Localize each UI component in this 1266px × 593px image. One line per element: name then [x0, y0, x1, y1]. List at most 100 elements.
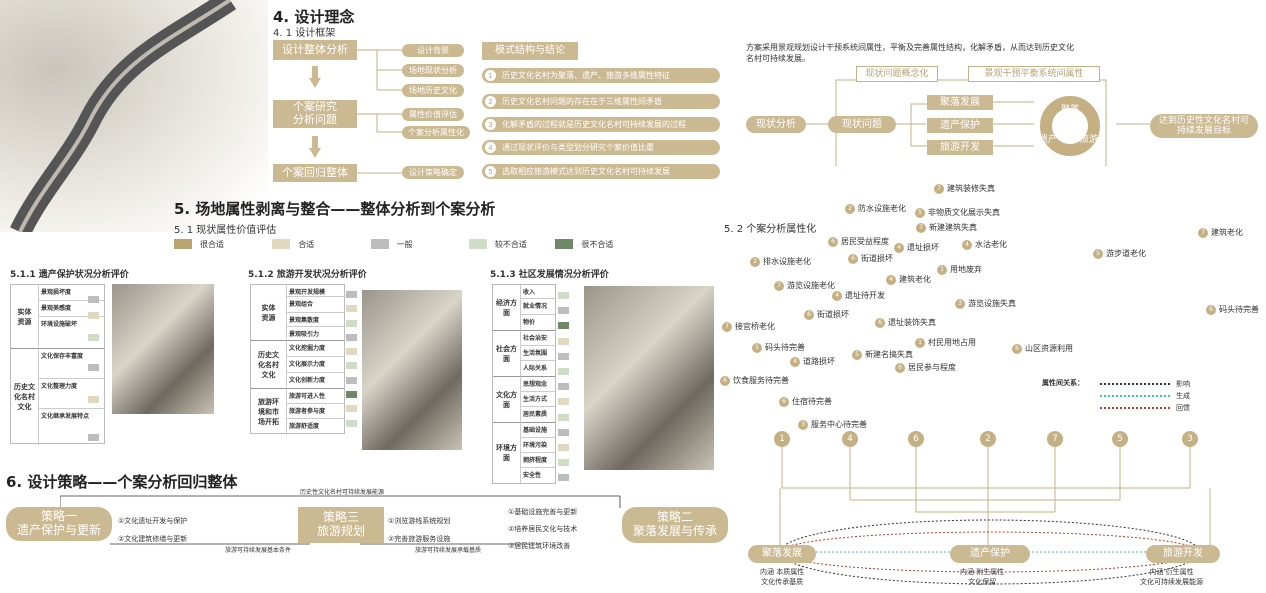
table-cell: 环境污染: [521, 438, 555, 453]
top-note: 历史性文化名村可持续发展能源: [300, 489, 385, 496]
community-photo: [584, 286, 714, 470]
rating-swatch: [88, 304, 99, 323]
table-cell: 文化继承发展特点: [41, 413, 90, 420]
table3: 经济方 面 收入 就业情况 物价 社会方 面 社会治安 生活氛围 人际关系 文化…: [492, 284, 556, 484]
tourism-box: 旅游开发: [927, 140, 993, 155]
legend-item: 很不合适: [555, 238, 634, 250]
node-number: 2: [980, 431, 996, 447]
table-category: 实体 资源: [251, 285, 287, 341]
table-cell: 文化创新力度: [287, 373, 344, 389]
tag-strategy: 设计策略确定: [402, 166, 464, 179]
rating-swatch-column: [346, 286, 357, 429]
table-category: 经济方 面: [493, 285, 521, 331]
table-category: 历史文 化名村 文化: [11, 349, 39, 445]
table-cell: 拥挤程度: [521, 453, 555, 468]
problem-concept-box: 现状问题概念化: [856, 66, 938, 82]
table-cell: 思想观念: [521, 377, 555, 392]
table-cell: 生活氛围: [521, 346, 555, 361]
down-arrow-icon: [309, 136, 321, 158]
bottom-heritage: 遗产保护: [950, 545, 1030, 563]
node-number: 1: [774, 431, 790, 447]
legend-item: 一般: [370, 238, 469, 250]
table-category: 历史文 化名村 文化: [251, 341, 287, 389]
table-cell: 安全性: [523, 472, 542, 479]
tag-design-background: 设计背景: [402, 44, 464, 57]
legend: 很合适 合适 一般 较不合适 很不合适: [174, 238, 634, 250]
rating-swatch: [88, 388, 99, 407]
village-photo: [112, 284, 214, 414]
table-cell: 景观吸引力: [287, 327, 344, 341]
table2: 实体 资源 景观开发规模 景观组合 景观集散度 景观吸引力 历史文 化名村 文化…: [250, 284, 345, 435]
table-cell: 就业情况: [521, 299, 555, 315]
section6-title: 6. 设计策略——个案分析回归整体: [6, 473, 238, 491]
table-category: 环境方 面: [493, 423, 521, 483]
tourism-photo: [362, 290, 462, 450]
bottom-tourism: 旅游开发: [1146, 545, 1220, 563]
strategy-1-note: 旅游可持续发展基本条件: [225, 547, 292, 554]
table-cell: 旅游可进入性: [287, 389, 344, 404]
cycle-diagram: 聚落 遗产 旅游: [1034, 92, 1106, 156]
node-number: 6: [908, 431, 924, 447]
node-number: 4: [842, 431, 858, 447]
table-category: 社会方 面: [493, 331, 521, 377]
relation-item: 生成: [1100, 390, 1190, 402]
aerial-photo-left: [0, 0, 268, 232]
legend-item: 很合适: [174, 238, 272, 250]
section4-title: 4. 设计理念: [273, 8, 355, 26]
relation-item: 影响: [1100, 378, 1190, 390]
table-cell: 景观组合: [287, 297, 344, 313]
flow-step-1: 设计整体分析: [273, 40, 357, 60]
table-category: 文化方 面: [493, 377, 521, 423]
strategy-connectors: [60, 495, 621, 545]
river-graphic: [10, 0, 237, 232]
legend-item: 较不合适: [468, 238, 556, 250]
strategy-3-note: 旅游可持续发展承载基质: [415, 547, 482, 554]
table-cell: 收入: [521, 285, 555, 299]
section5-subtitle: 5. 1 现状属性价值评估: [174, 225, 277, 236]
strategy-3: 策略三 旅游规划: [298, 507, 384, 543]
node-number: 3: [1182, 431, 1198, 447]
flow-step-3: 个案回归整体: [273, 164, 357, 182]
bracket-lines: [357, 49, 402, 174]
tag-case-attribute: 个案分析属性化: [402, 126, 470, 139]
intro-text: 方案采用景观规划设计干预系统间属性，平衡及完善属性结构，化解矛盾，从而达到历史文…: [746, 43, 1074, 64]
cycle-label: 旅游: [1080, 135, 1099, 145]
rating-swatch: [88, 426, 99, 445]
node-number: 7: [1047, 431, 1063, 447]
section52-title: 5. 2 个案分析属性化: [724, 224, 817, 235]
table-cell: 文化保存丰富度: [39, 349, 104, 379]
section4-subtitle: 4. 1 设计框架: [273, 28, 336, 39]
tag-value-assessment: 属性价值评估: [402, 108, 464, 121]
table-cell: 旅游舒适度: [289, 423, 320, 430]
bottom-heritage-desc: 内涵 附生属性文化保留: [960, 568, 1005, 586]
table-cell: 景观美感度: [39, 301, 104, 317]
goal-box: 达到历史性文化名村可持续发展目标: [1150, 114, 1258, 138]
current-problem-box: 现状问题: [828, 116, 896, 133]
table-cell: 文化展示力度: [287, 357, 344, 373]
table-cell: 文化整理力度: [39, 379, 104, 409]
bottom-tourism-desc: 内涵 衍生属性文化可持续发展能源: [1140, 568, 1203, 586]
table1-title: 5.1.1 遗产保护状况分析评价: [10, 270, 129, 280]
table-cell: 生活方式: [521, 392, 555, 407]
